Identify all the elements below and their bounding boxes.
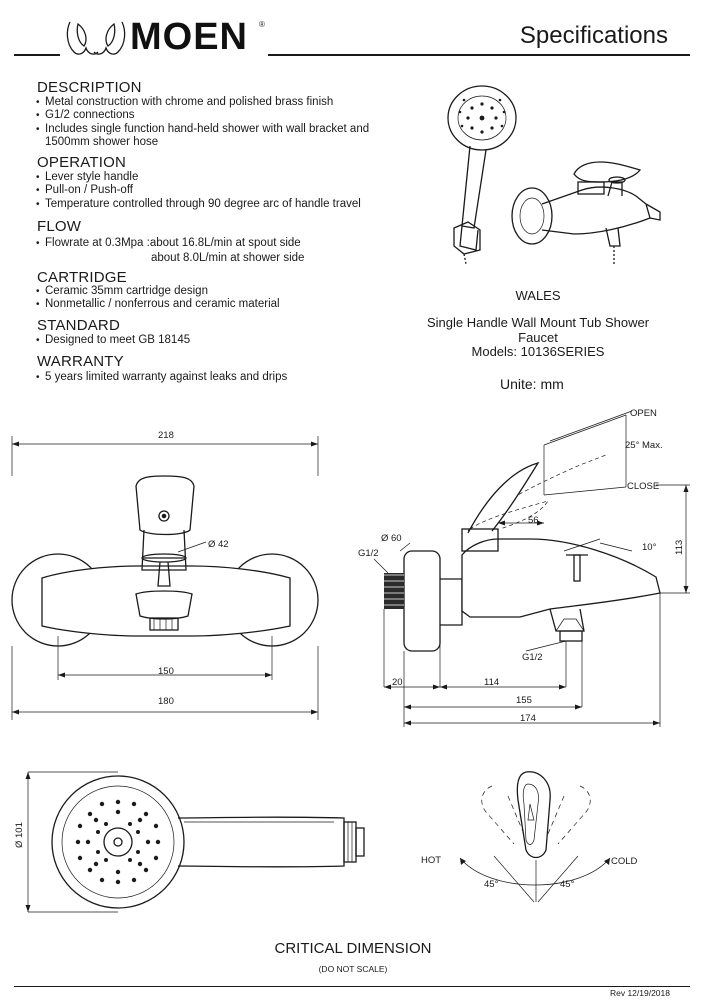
dim-spout-length: 114 [484,677,500,688]
spray-nozzles [75,799,161,885]
operation-list: Lever style handle Pull-on / Push-off Te… [36,171,361,212]
shower-head-shape [447,85,517,151]
list-item: Ceramic 35mm cartridge design [36,285,280,299]
shower-head-drawing [25,771,365,913]
page-title: Specifications [519,22,668,49]
label-close: CLOSE [627,481,660,492]
do-not-scale-note: (DO NOT SCALE) [318,964,388,974]
moen-logo-icon [66,21,126,55]
list-item: Flowrate at 0.3Mpa :about 16.8L/min at s… [36,236,304,251]
label-cold: COLD [611,856,638,867]
list-item: Pull-on / Push-off [36,184,361,198]
dim-overall-width: 218 [158,430,174,441]
registered-mark: ® [259,20,265,29]
cartridge-list: Ceramic 35mm cartridge design Nonmetalli… [36,285,280,312]
list-item: Includes single function hand-held showe… [36,123,369,137]
handle-rotation-drawing [459,771,611,903]
list-item: 5 years limited warranty against leaks a… [36,371,287,385]
footer-rule [14,986,690,987]
model-description: Single Handle Wall Mount Tub Shower Fauc… [426,315,650,345]
model-name: WALES [515,288,561,303]
critical-dimension-title: CRITICAL DIMENSION [274,940,432,957]
product-illustration [447,85,661,265]
flow-heading: FLOW [37,218,82,235]
label-inlet-thread: G1/2 [358,548,379,559]
dim-depth-174: 174 [520,713,536,724]
dim-shower-diameter: Ø 101 [14,822,25,848]
dim-depth-155: 155 [516,695,532,706]
header-rule-right [268,54,690,56]
dim-handle-diameter: Ø 42 [208,539,229,550]
list-item: about 8.0L/min at shower side [151,252,305,264]
standard-list: Designed to meet GB 18145 [36,334,190,348]
dim-angle-left: 45° [484,879,499,890]
label-max-angle: 25° Max. [625,440,663,451]
list-item: Temperature controlled through 90 degree… [36,198,361,212]
dim-tilt-angle: 10° [642,542,657,553]
side-view-drawing [373,410,690,727]
cartridge-heading: CARTRIDGE [37,269,127,286]
dim-angle-right: 45° [560,879,575,890]
dim-handle-offset: 56 [528,515,539,526]
dim-wall-offset: 20 [392,677,403,688]
units-label: Unite: mm [500,376,564,392]
list-item: G1/2 connections [36,109,369,123]
dim-flange-width: 180 [158,696,174,707]
front-view-drawing [11,436,319,720]
model-numbers: Models: 10136SERIES [471,344,605,359]
dim-center-distance: 150 [158,666,174,677]
list-item: Metal construction with chrome and polis… [36,96,369,110]
list-item: Lever style handle [36,171,361,185]
flow-list: Flowrate at 0.3Mpa :about 16.8L/min at s… [36,236,304,266]
description-heading: DESCRIPTION [37,79,142,96]
list-item: 1500mm shower hose [45,136,159,149]
list-item: Nonmetallic / nonferrous and ceramic mat… [36,298,280,312]
label-hot: HOT [421,855,442,866]
header-rule-left [14,54,60,56]
list-item: Designed to meet GB 18145 [36,334,190,348]
label-open: OPEN [630,408,657,419]
warranty-list: 5 years limited warranty against leaks a… [36,371,287,385]
dim-flange-diameter: Ø 60 [381,533,402,544]
warranty-heading: WARRANTY [37,353,124,370]
brand-name: MOEN [130,16,248,58]
operation-heading: OPERATION [37,154,127,171]
dim-height: 113 [674,539,685,555]
description-list: Metal construction with chrome and polis… [36,96,369,150]
standard-heading: STANDARD [37,317,120,334]
revision-date: Rev 12/19/2018 [609,988,670,998]
label-outlet-thread: G1/2 [522,652,543,663]
